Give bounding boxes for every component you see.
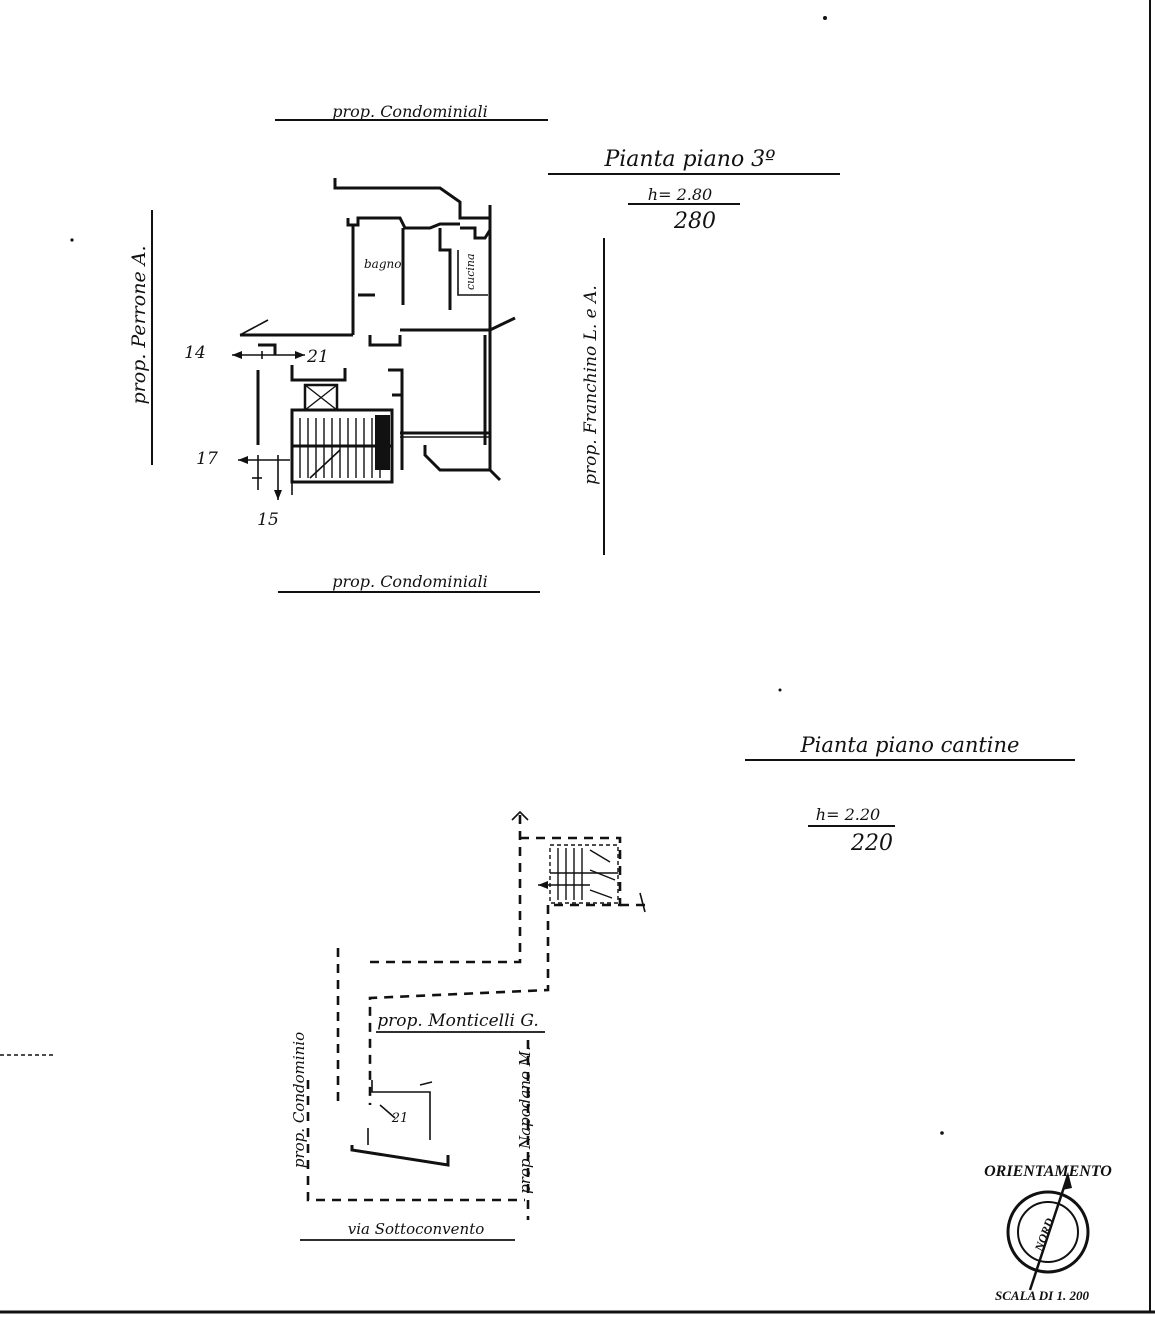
cellar-plan-height-label: h= 2.20	[816, 805, 880, 824]
cellar-neighbor-left: prop. Condominio	[290, 1032, 308, 1168]
orientation-title: ORIENTAMENTO	[984, 1163, 1112, 1180]
cellar-plan-height-value: 220	[850, 831, 893, 856]
neighbor-condominio-label: prop. Condominio	[290, 1032, 308, 1168]
neighbor-bottom-label: prop. Condominiali	[332, 572, 487, 591]
neighbor-right-group: prop. Franchino L. e A.	[581, 238, 605, 555]
upper-plan-title-block: Pianta piano 3º h= 2.80 280	[548, 147, 840, 234]
upper-plan-neighbor-top: prop. Condominiali	[275, 102, 548, 121]
street-label: via Sottoconvento	[348, 1220, 485, 1238]
scale-label: SCALA DI 1. 200	[995, 1288, 1089, 1303]
orientation-block: ORIENTAMENTO NORD SCALA DI 1. 200	[984, 1163, 1112, 1303]
neighbor-right-label: prop. Franchino L. e A.	[581, 285, 601, 485]
cellar-floor-plan: 21	[306, 810, 646, 1220]
cellar-unit-number: 21	[391, 1111, 409, 1126]
upper-plan-height-label: h= 2.80	[648, 185, 712, 204]
scan-specks	[70, 16, 944, 1135]
compass-icon: NORD	[1006, 1172, 1090, 1291]
cellar-neighbor-street: via Sottoconvento	[300, 1220, 515, 1241]
upper-plan-neighbor-bottom: prop. Condominiali	[278, 572, 540, 593]
upper-floor-plan: bagno cucina 14 21 17 15	[184, 178, 516, 530]
upper-plan-height-value: 280	[673, 209, 716, 234]
neighbor-left-label: prop. Perrone A.	[128, 246, 150, 405]
neighbor-napodano-label: prop. Napodano M.	[516, 1046, 534, 1194]
dimension-label: 21	[306, 347, 329, 367]
cellar-neighbor-right: prop. Napodano M.	[516, 1046, 534, 1194]
compass-north-label: NORD	[1032, 1216, 1057, 1254]
dimension-label: 17	[196, 449, 218, 469]
cellar-plan-title-block: Pianta piano cantine h= 2.20 220	[745, 733, 1075, 856]
upper-plan-title: Pianta piano 3º	[603, 147, 775, 172]
neighbor-top-label: prop. Condominiali	[332, 102, 487, 121]
dimension-label: 14	[184, 343, 206, 363]
neighbor-monticelli-label: prop. Monticelli G.	[377, 1011, 538, 1031]
cellar-stair-treads	[550, 848, 618, 900]
cellar-plan-title: Pianta piano cantine	[800, 733, 1020, 757]
neighbor-left-group: prop. Perrone A.	[128, 210, 153, 465]
cellar-neighbor-inner: prop. Monticelli G.	[376, 1011, 545, 1033]
room-label-bath: bagno	[364, 257, 401, 271]
dimension-label: 15	[257, 510, 279, 530]
room-label-kitchen: cucina	[464, 253, 477, 290]
